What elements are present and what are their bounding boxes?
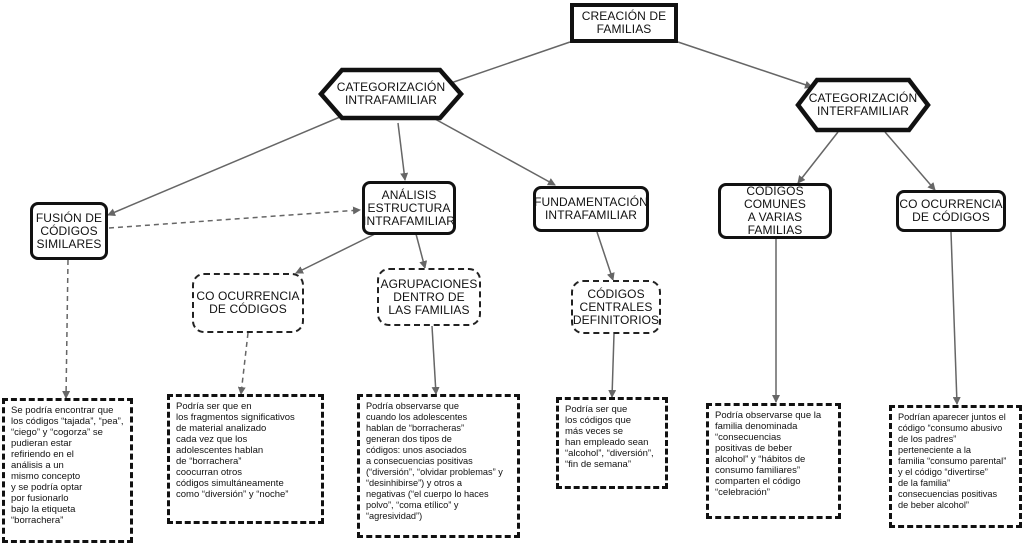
note-codigos-comunes: Podría observarse que la familia denomin… — [706, 403, 841, 519]
node-label: CO OCURRENCIA DE CÓDIGOS — [196, 289, 300, 316]
note-co-ocurrencia-intra: Podría ser que en los fragmentos signifi… — [167, 394, 324, 524]
node-creacion-de-familias: CREACIÓN DE FAMILIAS — [570, 3, 678, 43]
node-label: AGRUPACIONES DENTRO DE LAS FAMILIAS — [380, 276, 478, 317]
node-agrupaciones: AGRUPACIONES DENTRO DE LAS FAMILIAS — [377, 268, 481, 326]
note-codigos-centrales: Podría ser que los códigos que más veces… — [556, 397, 668, 489]
edge-inter-co — [884, 131, 936, 191]
edge-fund-centrales — [596, 231, 615, 281]
node-analisis-estructura: ANÁLISIS ESTRUCTURA INTRAFAMILIAR — [362, 181, 456, 235]
edge-root-intra — [444, 41, 571, 87]
edge-intra-fusion — [107, 116, 341, 216]
edge-root-inter — [677, 41, 813, 89]
edge-fusion-analisis — [108, 206, 361, 229]
node-label: CO OCURRENCIA DE CÓDIGOS — [899, 197, 1003, 224]
edge-agrup-note — [431, 325, 440, 395]
note-co-ocurrencia-inter: Podrían aparecer juntos el código “consu… — [889, 405, 1022, 528]
node-codigos-comunes: CÓDIGOS COMUNES A VARIAS FAMILIAS — [718, 183, 832, 239]
node-codigos-centrales: CÓDIGOS CENTRALES DEFINITORIOS — [571, 280, 661, 334]
edge-fusion-note — [62, 259, 71, 399]
node-label: FUNDAMENTACIÓN INTRAFAMILIAR — [534, 195, 648, 222]
note-fusion: Se podría encontrar que los códigos “taj… — [2, 398, 133, 543]
node-label: CÓDIGOS CENTRALES DEFINITORIOS — [572, 286, 660, 327]
hexagon-shape — [795, 77, 931, 133]
node-label: CATEGORIZACIÓN INTERFAMILIAR — [808, 91, 918, 118]
node-label: FUSIÓN DE CÓDIGOS SIMILARES — [35, 210, 103, 251]
node-fusion-de-codigos: FUSIÓN DE CÓDIGOS SIMILARES — [30, 202, 108, 260]
edge-analisis-agrup — [415, 233, 428, 269]
node-co-ocurrencia-intra: CO OCURRENCIA DE CÓDIGOS — [192, 273, 304, 333]
node-label: ANÁLISIS ESTRUCTURA INTRAFAMILIAR — [363, 187, 455, 228]
edge-centrales-note — [608, 333, 617, 398]
edge-intra-fundamentacion — [434, 118, 556, 186]
node-label: CATEGORIZACIÓN INTRAFAMILIAR — [336, 80, 446, 107]
node-co-ocurrencia-inter: CO OCURRENCIA DE CÓDIGOS — [896, 190, 1006, 232]
node-categorizacion-intrafamiliar: CATEGORIZACIÓN INTRAFAMILIAR — [318, 67, 464, 121]
edge-analisis-co — [295, 233, 376, 274]
hexagon-shape — [318, 67, 464, 121]
node-fundamentacion-intrafamiliar: FUNDAMENTACIÓN INTRAFAMILIAR — [533, 186, 649, 232]
node-categorizacion-interfamiliar: CATEGORIZACIÓN INTERFAMILIAR — [795, 77, 931, 133]
node-label: CREACIÓN DE FAMILIAS — [581, 9, 667, 36]
edge-co-inter-note — [950, 231, 961, 405]
note-agrupaciones: Podría observarse que cuando los adolesc… — [357, 394, 520, 538]
node-label: CÓDIGOS COMUNES A VARIAS FAMILIAS — [743, 184, 807, 237]
edge-inter-comunes — [797, 131, 839, 184]
edge-co-intra-note — [237, 332, 249, 395]
edge-intra-analisis — [397, 122, 409, 181]
